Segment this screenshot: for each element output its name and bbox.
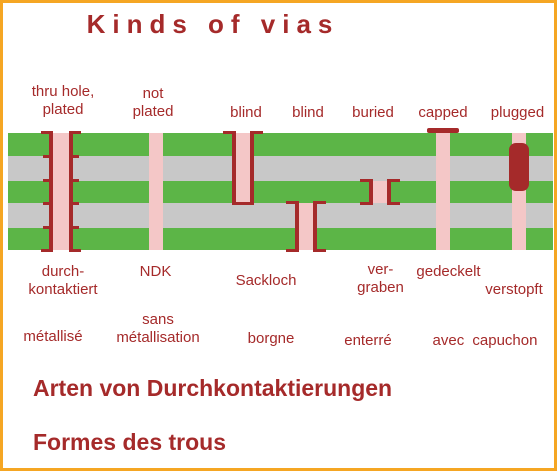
via-blind-bottom [286, 201, 326, 252]
label-en-blind-2: blind [292, 104, 324, 121]
via-buried [360, 179, 400, 205]
copper-layer-2 [8, 181, 553, 203]
label-fr-avec-capuchon: avec capuchon [432, 332, 538, 349]
label-de-ndk: NDK [139, 263, 172, 280]
copper-layer-1 [8, 133, 553, 156]
label-fr-enterre: enterré [344, 332, 392, 349]
substrate-layer-1 [8, 156, 553, 181]
label-en-blind-1: blind [230, 104, 262, 121]
label-de-durchkontaktiert: durch-kontaktiert [28, 263, 98, 298]
label-de-gedeckelt: gedeckelt [416, 263, 481, 280]
via-plugged [509, 133, 529, 250]
label-fr-metallise: métallisé [23, 328, 83, 345]
label-en-capped: capped [418, 104, 468, 121]
caption-german: Arten von Durchkontaktierungen [33, 375, 393, 401]
substrate-layer-2 [8, 203, 553, 228]
via-not-plated [149, 133, 163, 250]
caption-french: Formes des trous [33, 429, 226, 455]
label-de-sackloch: Sackloch [235, 272, 297, 289]
diagram-title: Kinds of vias [86, 9, 340, 39]
pcb-cross-section [8, 128, 553, 252]
label-en-buried: buried [352, 104, 394, 121]
label-de-vergraben: ver-graben [357, 261, 404, 296]
label-en-thru-hole-plated: thru hole,plated [31, 83, 95, 118]
via-blind-top [223, 131, 263, 205]
via-thru-hole-plated [41, 131, 81, 252]
copper-layer-3 [8, 228, 553, 250]
via-capped [427, 128, 459, 250]
label-en-plugged: plugged [490, 104, 545, 121]
label-de-verstopft: verstopft [485, 281, 543, 298]
label-fr-borgne: borgne [247, 330, 295, 347]
